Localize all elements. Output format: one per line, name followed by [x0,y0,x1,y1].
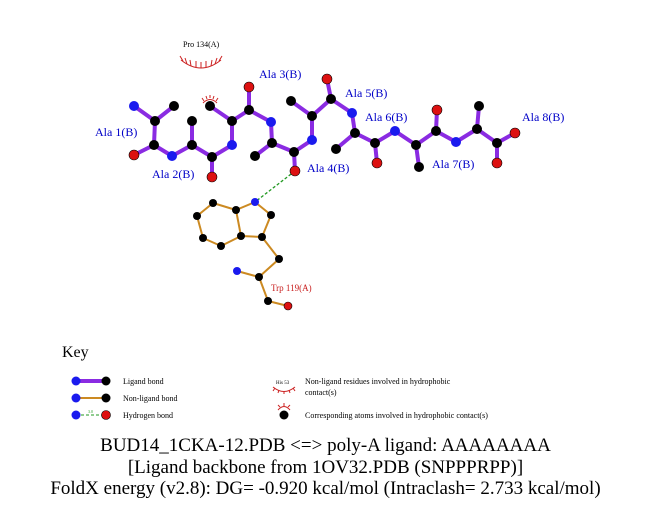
oxygen-atom [128,149,140,161]
key-ligand-bond-label: Ligand bond [123,377,164,386]
caption-line-2: [Ligand backbone from 1OV32.PDB (SNPPPRP… [127,457,524,478]
oxygen-atom [321,73,333,85]
key-nonligand-bond-label: Non-ligand bond [123,394,177,403]
carbon-atom [250,151,260,161]
carbon-atom [227,116,237,126]
carbon-atom [350,128,360,138]
oxygen-atom [206,171,218,183]
hydrophobic-arc-pro134 [179,55,223,69]
label-ala8: Ala 8(B) [522,110,564,124]
label-ala7: Ala 7(B) [432,157,474,171]
key-hydrophobic-atoms-label: Corresponding atoms involved in hydropho… [305,411,488,420]
carbon-atom [205,101,215,111]
key-ligand-bond-sample [71,376,111,386]
key-hydrogen-bond-sample [71,410,111,420]
oxygen-atom [283,301,293,311]
carbon-atom [275,255,283,263]
nonligand-bond [258,258,280,278]
label-pro134: Pro 134(A) [183,40,220,49]
carbon-atom [307,111,317,121]
nitrogen-atom [251,198,259,206]
key-hydrophobic-residues-label-2: contact(s) [305,388,337,397]
carbon-atom [237,232,245,240]
carbon-atom [255,273,263,281]
label-ala2: Ala 2(B) [152,167,194,181]
carbon-atom [326,94,336,104]
label-trp119: Trp 119(A) [271,283,312,293]
key-hydrogen-bond-label: Hydrogen bond [123,411,173,420]
key-example-residue: His 53 [276,381,290,386]
nonligand-bond [258,276,269,302]
nonligand-bond [235,209,242,237]
nitrogen-atom [266,117,276,127]
nitrogen-atom [233,267,241,275]
carbon-atom [289,147,299,157]
hydrogen-bond [254,170,296,203]
carbon-atom [258,233,266,241]
carbon-atom [414,162,424,172]
oxygen-atom [243,81,255,93]
oxygen-atom [289,165,301,177]
carbon-atom [209,199,217,207]
label-ala6: Ala 6(B) [365,110,407,124]
label-ala1: Ala 1(B) [95,125,137,139]
carbon-atom [187,140,197,150]
carbon-atom [474,101,484,111]
carbon-atom [267,211,275,219]
key-hydrophobic-residues-label: Non-ligand residues involved in hydropho… [305,377,451,386]
label-ala5: Ala 5(B) [345,86,387,100]
carbon-atom [331,144,341,154]
label-ala4: Ala 4(B) [307,161,349,175]
carbon-atom [411,140,421,150]
nitrogen-atom [227,140,237,150]
oxygen-atom [371,157,383,169]
carbon-atom [150,116,160,126]
key-nonligand-bond-sample [71,393,111,403]
key-hbond-distance: 3.0 [88,409,93,414]
carbon-atom [149,140,159,150]
carbon-atom [244,105,254,115]
nitrogen-atom [347,108,357,118]
nitrogen-atom [129,101,139,111]
ligand-atoms [128,73,521,183]
carbon-atom [492,138,502,148]
carbon-atom [286,96,296,106]
carbon-atom [199,234,207,242]
trp119-atoms [193,198,293,311]
carbon-atom [193,212,201,220]
label-ala3: Ala 3(B) [259,67,301,81]
carbon-atom [264,297,272,305]
hydrophobic-atom-marker [201,95,219,104]
nitrogen-atom [451,137,461,147]
carbon-atom [217,242,225,250]
carbon-atom [169,101,179,111]
nitrogen-atom [307,135,317,145]
carbon-atom [267,138,277,148]
carbon-atom [232,206,240,214]
oxygen-atom [431,104,443,116]
key-hydrophobic-arc-sample [272,386,296,394]
carbon-atom [472,124,482,134]
caption-line-3: FoldX energy (v2.8): DG= -0.920 kcal/mol… [50,478,601,499]
key-hydrophobic-atom-sample [277,403,291,420]
nitrogen-atom [390,126,400,136]
key-title: Key [62,344,89,361]
carbon-atom [370,138,380,148]
oxygen-atom [509,127,521,139]
carbon-atom [187,116,197,126]
carbon-atom [207,152,217,162]
nonligand-bond [212,202,237,211]
nonligand-bond [261,236,280,260]
oxygen-atom [491,157,503,169]
caption-line-1: BUD14_1CKA-12.PDB <=> poly-A ligand: AAA… [100,435,551,456]
carbon-atom [431,126,441,136]
nitrogen-atom [167,151,177,161]
